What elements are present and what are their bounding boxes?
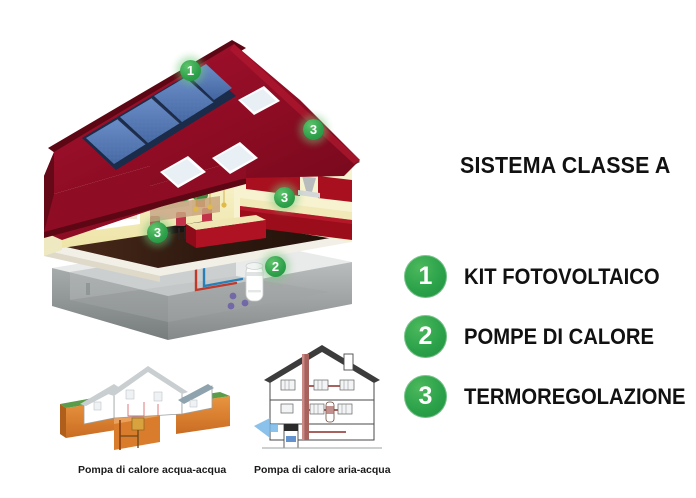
main-house-cutaway-illustration (0, 0, 440, 350)
scene-marker-3-kitchen: 3 (274, 187, 295, 208)
legend-item-2: 2 POMPE DI CALORE (404, 315, 671, 358)
legend-label-2: POMPE DI CALORE (464, 323, 655, 349)
thumbnail-air-to-water-diagram (248, 340, 398, 458)
legend-badge-3: 3 (404, 375, 447, 418)
solar-panel-array (82, 64, 236, 170)
scene-marker-3-living: 3 (147, 222, 168, 243)
legend-label-1: KIT FOTOVOLTAICO (464, 263, 660, 289)
legend-label-3: TERMOREGOLAZIONE (464, 383, 686, 409)
heat-pump-unit (245, 262, 264, 302)
thumbnail-water-to-water-diagram (58, 346, 238, 458)
ground-probes (227, 292, 249, 310)
scene-marker-1-solar: 1 (180, 60, 201, 81)
legend-badge-2: 2 (404, 315, 447, 358)
roof-skylights (160, 86, 280, 188)
thumbnail-caption-water-to-water: Pompa di calore acqua-acqua (78, 464, 227, 476)
legend-item-3: 3 TERMOREGOLAZIONE (404, 375, 696, 418)
scene-marker-2-heatpump: 2 (265, 256, 286, 277)
thumbnail-caption-air-to-water: Pompa di calore aria-acqua (254, 464, 391, 476)
scene-marker-3-attic: 3 (303, 119, 324, 140)
page-title: SISTEMA CLASSE A (460, 152, 671, 178)
legend-item-1: 1 KIT FOTOVOLTAICO (404, 255, 677, 298)
legend-badge-1: 1 (404, 255, 447, 298)
